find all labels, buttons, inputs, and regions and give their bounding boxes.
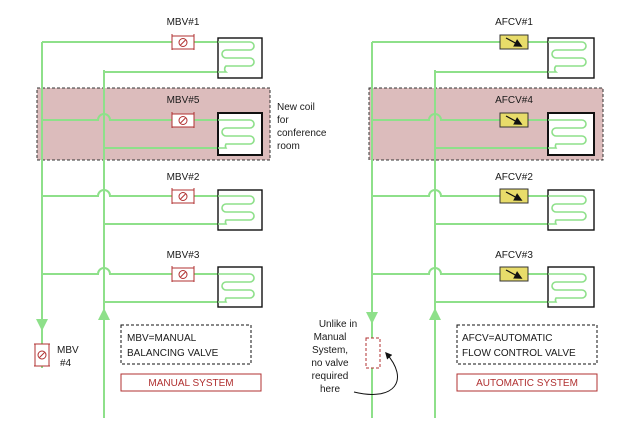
afcv-label-1: AFCV#1 xyxy=(495,17,533,28)
auto-coil-unit-2 xyxy=(547,189,595,231)
manual-system: MBV#1 MBV#5 MBV#2 MBV#3 MBV #4 New coil … xyxy=(34,17,327,418)
manual-caption: MANUAL SYSTEM xyxy=(148,378,233,389)
mbv-valve-4 xyxy=(34,343,50,367)
auto-coil-unit-3 xyxy=(547,266,595,308)
branch-supply-3 xyxy=(42,189,218,197)
auto-caption-box xyxy=(456,373,598,392)
coil-unit-2 xyxy=(217,189,263,231)
coil-unit-3 xyxy=(217,266,263,308)
branch-supply-2 xyxy=(42,113,218,121)
auto-legend-line2: FLOW CONTROL VALVE xyxy=(462,348,576,359)
coil-unit-new xyxy=(217,112,263,156)
svg-text:for: for xyxy=(277,115,289,126)
svg-text:Manual: Manual xyxy=(314,332,347,343)
mbv-4-label-line2: #4 xyxy=(60,358,72,369)
afcv-valve-1 xyxy=(499,34,529,50)
afcv-label-3: AFCV#3 xyxy=(495,250,533,261)
afcv-label-4: AFCV#4 xyxy=(495,95,533,106)
afcv-valve-4 xyxy=(499,112,529,128)
mbv-valve-2 xyxy=(171,188,195,204)
new-coil-note: New coil for conference room xyxy=(277,102,327,152)
mbv-valve-3 xyxy=(171,266,195,282)
afcv-label-2: AFCV#2 xyxy=(495,172,533,183)
auto-branch-supply-4 xyxy=(372,267,548,275)
branch-supply-4 xyxy=(42,267,218,275)
mbv-label-5: MBV#5 xyxy=(167,95,200,106)
auto-caption: AUTOMATIC SYSTEM xyxy=(476,378,578,389)
no-valve-note: Unlike in Manual System, no valve requir… xyxy=(311,319,357,395)
svg-text:no valve: no valve xyxy=(311,358,349,369)
afcv-valve-3 xyxy=(499,266,529,282)
svg-text:conference: conference xyxy=(277,128,327,139)
no-valve-placeholder xyxy=(365,337,381,369)
auto-branch-supply-3 xyxy=(372,189,548,197)
mbv-valve-5 xyxy=(171,112,195,128)
svg-text:Unlike in: Unlike in xyxy=(319,319,357,330)
manual-legend-line2: BALANCING VALVE xyxy=(127,348,219,359)
mbv-label-2: MBV#2 xyxy=(167,172,200,183)
svg-text:System,: System, xyxy=(312,345,348,356)
svg-text:New coil: New coil xyxy=(277,102,315,113)
mbv-4-label-line1: MBV xyxy=(57,345,79,356)
auto-coil-unit-1 xyxy=(547,37,595,79)
manual-legend-box xyxy=(120,324,252,365)
manual-caption-box xyxy=(120,373,262,392)
afcv-valve-2 xyxy=(499,188,529,204)
manual-legend-line1: MBV=MANUAL xyxy=(127,333,197,344)
coil-unit-1 xyxy=(217,37,263,79)
auto-branch-supply-2 xyxy=(372,113,548,121)
no-valve-pointer-arrow xyxy=(353,351,398,395)
auto-coil-unit-new xyxy=(547,112,595,156)
auto-legend-line1: AFCV=AUTOMATIC xyxy=(462,333,552,344)
automatic-system: AFCV#1 AFCV#4 AFCV#2 AFCV#3 Unlike in Ma… xyxy=(311,17,604,418)
mbv-valve-1 xyxy=(171,34,195,50)
svg-text:here: here xyxy=(320,384,340,395)
auto-legend-box xyxy=(456,324,598,365)
mbv-label-3: MBV#3 xyxy=(167,250,200,261)
svg-text:room: room xyxy=(277,141,300,152)
svg-text:required: required xyxy=(312,371,349,382)
mbv-label-1: MBV#1 xyxy=(167,17,200,28)
